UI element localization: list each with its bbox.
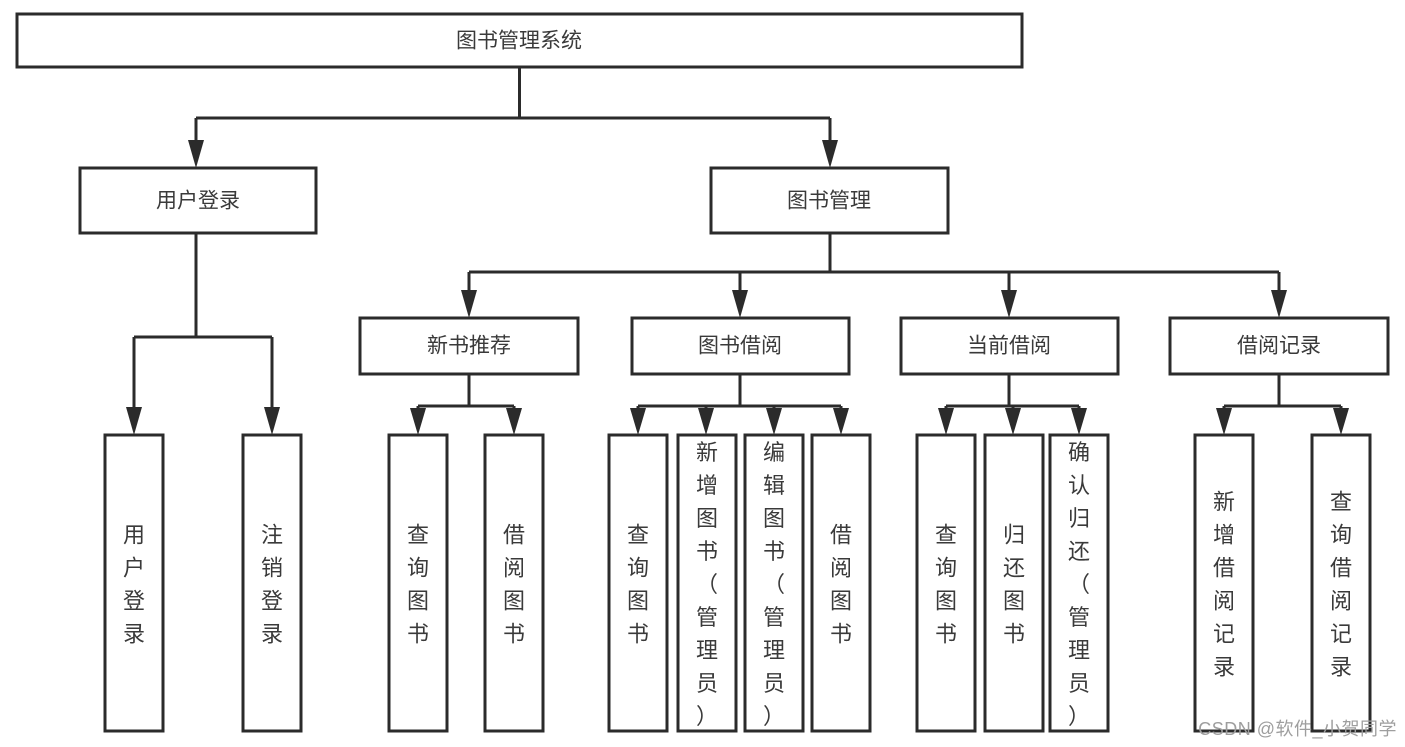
node-borrow-record[interactable]: 借阅记录: [1168, 316, 1390, 376]
node-book-management-box[interactable]: [709, 166, 950, 235]
arrow-head-leaf-query-book-1: [410, 408, 426, 435]
node-book-management[interactable]: 图书管理: [709, 166, 950, 235]
node-leaf-edit-book-label: 编辑图书（管理员）: [763, 440, 785, 729]
arrow-head-leaf-query-book-3: [938, 408, 954, 435]
node-leaf-query-record-box[interactable]: [1310, 433, 1372, 733]
arrow-head-leaf-logout-login: [264, 407, 280, 435]
node-leaf-user-login[interactable]: 用户登录: [103, 433, 165, 733]
arrow-head-new-book-recommend: [461, 290, 477, 318]
arrow-head-leaf-borrow-book-2: [833, 408, 849, 435]
node-leaf-return-book-box[interactable]: [983, 433, 1045, 733]
node-leaf-return-book-label: 归还图书: [1003, 523, 1025, 647]
node-book-borrow[interactable]: 图书借阅: [630, 316, 851, 376]
node-leaf-logout-login[interactable]: 注销登录: [241, 433, 303, 733]
node-root-box[interactable]: [15, 12, 1024, 69]
node-leaf-add-record-box[interactable]: [1193, 433, 1255, 733]
node-user-login-box[interactable]: [78, 166, 318, 235]
node-root[interactable]: 图书管理系统: [15, 12, 1024, 69]
node-leaf-logout-login-label: 注销登录: [261, 523, 283, 647]
arrow-head-leaf-query-record: [1333, 408, 1349, 435]
node-current-borrow-box[interactable]: [899, 316, 1120, 376]
arrow-head-leaf-borrow-book-1: [506, 408, 522, 435]
node-root-label: 图书管理系统: [456, 30, 582, 53]
node-user-login-label: 用户登录: [156, 190, 240, 213]
node-leaf-query-book-3[interactable]: 查询图书: [915, 433, 977, 733]
node-leaf-query-book-2[interactable]: 查询图书: [607, 433, 669, 733]
node-borrow-record-box[interactable]: [1168, 316, 1390, 376]
watermark-text: CSDN @软件_小贺同学: [1198, 719, 1397, 739]
node-leaf-query-book-2-box[interactable]: [607, 433, 669, 733]
node-leaf-confirm-return[interactable]: 确认归还（管理员）: [1048, 433, 1110, 733]
node-leaf-return-book[interactable]: 归还图书: [983, 433, 1045, 733]
node-borrow-record-label: 借阅记录: [1237, 335, 1321, 358]
node-leaf-add-book-label: 新增图书（管理员）: [696, 440, 718, 729]
node-leaf-query-book-3-box[interactable]: [915, 433, 977, 733]
node-leaf-add-record-label: 新增借阅记录: [1213, 490, 1235, 680]
arrow-head-current-borrow: [1001, 290, 1017, 318]
node-leaf-query-book-1[interactable]: 查询图书: [387, 433, 449, 733]
node-leaf-add-record[interactable]: 新增借阅记录: [1193, 433, 1255, 733]
node-new-book-recommend[interactable]: 新书推荐: [358, 316, 580, 376]
arrow-head-borrow-record: [1271, 290, 1287, 318]
arrow-head-book-management: [822, 140, 838, 168]
node-leaf-logout-login-box[interactable]: [241, 433, 303, 733]
node-leaf-edit-book-box[interactable]: [743, 433, 805, 733]
arrow-head-user-login: [188, 140, 204, 168]
node-user-login[interactable]: 用户登录: [78, 166, 318, 235]
node-leaf-query-book-1-label: 查询图书: [407, 523, 429, 647]
arrow-head-leaf-add-book: [698, 408, 714, 435]
node-leaf-query-book-3-label: 查询图书: [935, 523, 957, 647]
node-leaf-edit-book[interactable]: 编辑图书（管理员）: [743, 433, 805, 733]
arrow-head-book-borrow: [732, 290, 748, 318]
node-leaf-borrow-book-2[interactable]: 借阅图书: [810, 433, 872, 733]
node-leaf-query-record[interactable]: 查询借阅记录: [1310, 433, 1372, 733]
node-new-book-recommend-box[interactable]: [358, 316, 580, 376]
node-leaf-borrow-book-2-box[interactable]: [810, 433, 872, 733]
node-book-borrow-box[interactable]: [630, 316, 851, 376]
node-current-borrow[interactable]: 当前借阅: [899, 316, 1120, 376]
node-leaf-borrow-book-2-label: 借阅图书: [830, 523, 852, 647]
node-leaf-confirm-return-box[interactable]: [1048, 433, 1110, 733]
node-leaf-query-record-label: 查询借阅记录: [1330, 490, 1352, 680]
arrow-head-leaf-add-record: [1216, 408, 1232, 435]
node-leaf-confirm-return-label: 确认归还（管理员）: [1068, 440, 1090, 729]
arrow-head-leaf-edit-book: [766, 408, 782, 435]
connector-layer: [126, 67, 1349, 435]
node-new-book-recommend-label: 新书推荐: [427, 335, 511, 358]
node-leaf-query-book-2-label: 查询图书: [627, 523, 649, 647]
arrow-head-leaf-confirm-return: [1071, 408, 1087, 435]
node-leaf-user-login-label: 用户登录: [123, 523, 145, 647]
node-leaf-borrow-book-1-box[interactable]: [483, 433, 545, 733]
node-leaf-user-login-box[interactable]: [103, 433, 165, 733]
node-leaf-query-book-1-box[interactable]: [387, 433, 449, 733]
node-current-borrow-label: 当前借阅: [967, 335, 1051, 358]
node-book-management-label: 图书管理: [787, 190, 871, 213]
arrow-head-leaf-query-book-2: [630, 408, 646, 435]
node-leaf-add-book-box[interactable]: [676, 433, 738, 733]
arrow-head-leaf-user-login: [126, 407, 142, 435]
arrow-head-leaf-return-book: [1005, 408, 1021, 435]
node-leaf-borrow-book-1-label: 借阅图书: [503, 523, 525, 647]
node-book-borrow-label: 图书借阅: [698, 335, 782, 358]
node-leaf-add-book[interactable]: 新增图书（管理员）: [676, 433, 738, 733]
node-leaf-borrow-book-1[interactable]: 借阅图书: [483, 433, 545, 733]
